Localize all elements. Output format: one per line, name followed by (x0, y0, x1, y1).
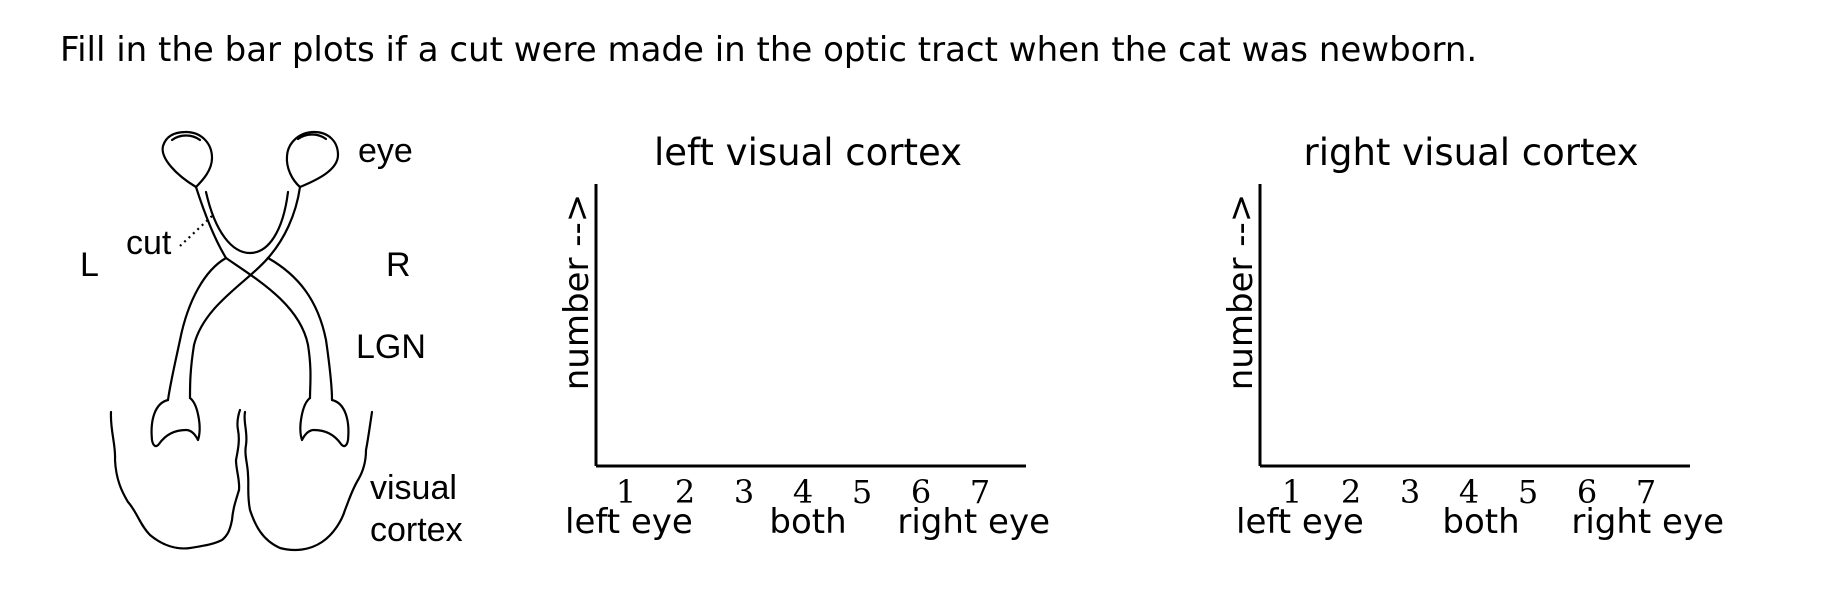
cortex-label: cortex (370, 511, 463, 549)
x-tick-label: 2 (675, 473, 695, 511)
left-lgn (150, 396, 201, 448)
chart-ticks: 1 2 3 4 5 6 7 (1282, 473, 1656, 511)
lgn-label: LGN (356, 328, 426, 366)
right-optic-tract-outer (266, 256, 334, 402)
right-visual-cortex (243, 410, 374, 552)
right-side-label: R (386, 246, 411, 284)
bottom-label-right-eye: right eye (897, 502, 1050, 542)
left-optic-tract-inner (188, 256, 270, 400)
chart-ylabel: number --> (1221, 194, 1261, 391)
left-visual-cortex (109, 408, 242, 550)
right-eye-lens (296, 133, 328, 141)
left-eye-lens (170, 134, 202, 142)
bottom-label-right-eye: right eye (1571, 502, 1724, 542)
x-tick-label: 5 (1518, 473, 1538, 511)
x-tick-label: 5 (852, 473, 872, 511)
right-cortex-chart: right visual cortex number --> 1 2 3 4 5 6 7 l… (1221, 131, 1724, 542)
right-lgn (299, 396, 350, 448)
chiasm-upper-arc (204, 190, 290, 255)
x-tick-label: 1 (616, 473, 636, 511)
x-tick-label: 3 (734, 473, 754, 511)
left-side-label: L (80, 246, 99, 284)
left-optic-nerve-outer (194, 185, 228, 260)
chart-ticks: 1 2 3 4 5 6 7 (616, 473, 990, 511)
cut-label: cut (126, 224, 172, 262)
bottom-label-both: both (769, 502, 846, 542)
chart-title: left visual cortex (654, 131, 962, 174)
right-optic-tract-inner (224, 256, 312, 400)
x-tick-label: 4 (1459, 473, 1479, 511)
visual-pathway-diagram (109, 130, 374, 552)
x-tick-label: 7 (970, 473, 990, 511)
chart-title: right visual cortex (1303, 131, 1638, 174)
left-optic-tract-outer (166, 256, 228, 402)
x-tick-label: 4 (793, 473, 813, 511)
bottom-label-left-eye: left eye (1236, 502, 1364, 542)
cut-mark (179, 215, 213, 247)
x-tick-label: 7 (1636, 473, 1656, 511)
chart-ylabel: number --> (557, 194, 597, 391)
x-tick-label: 3 (1400, 473, 1420, 511)
x-tick-label: 6 (1577, 473, 1597, 511)
x-tick-label: 1 (1282, 473, 1302, 511)
visual-label: visual (370, 469, 457, 507)
left-eye-outline (161, 130, 214, 189)
bottom-label-left-eye: left eye (565, 502, 693, 542)
x-tick-label: 6 (911, 473, 931, 511)
right-optic-nerve-outer (266, 185, 302, 260)
bottom-label-both: both (1442, 502, 1519, 542)
x-tick-label: 2 (1341, 473, 1361, 511)
left-cortex-chart: left visual cortex number --> 1 2 3 4 5 6 7 le… (557, 131, 1050, 542)
right-eye-outline (285, 130, 340, 189)
question-prompt: Fill in the bar plots if a cut were made… (60, 30, 1478, 70)
eye-label: eye (358, 132, 413, 170)
